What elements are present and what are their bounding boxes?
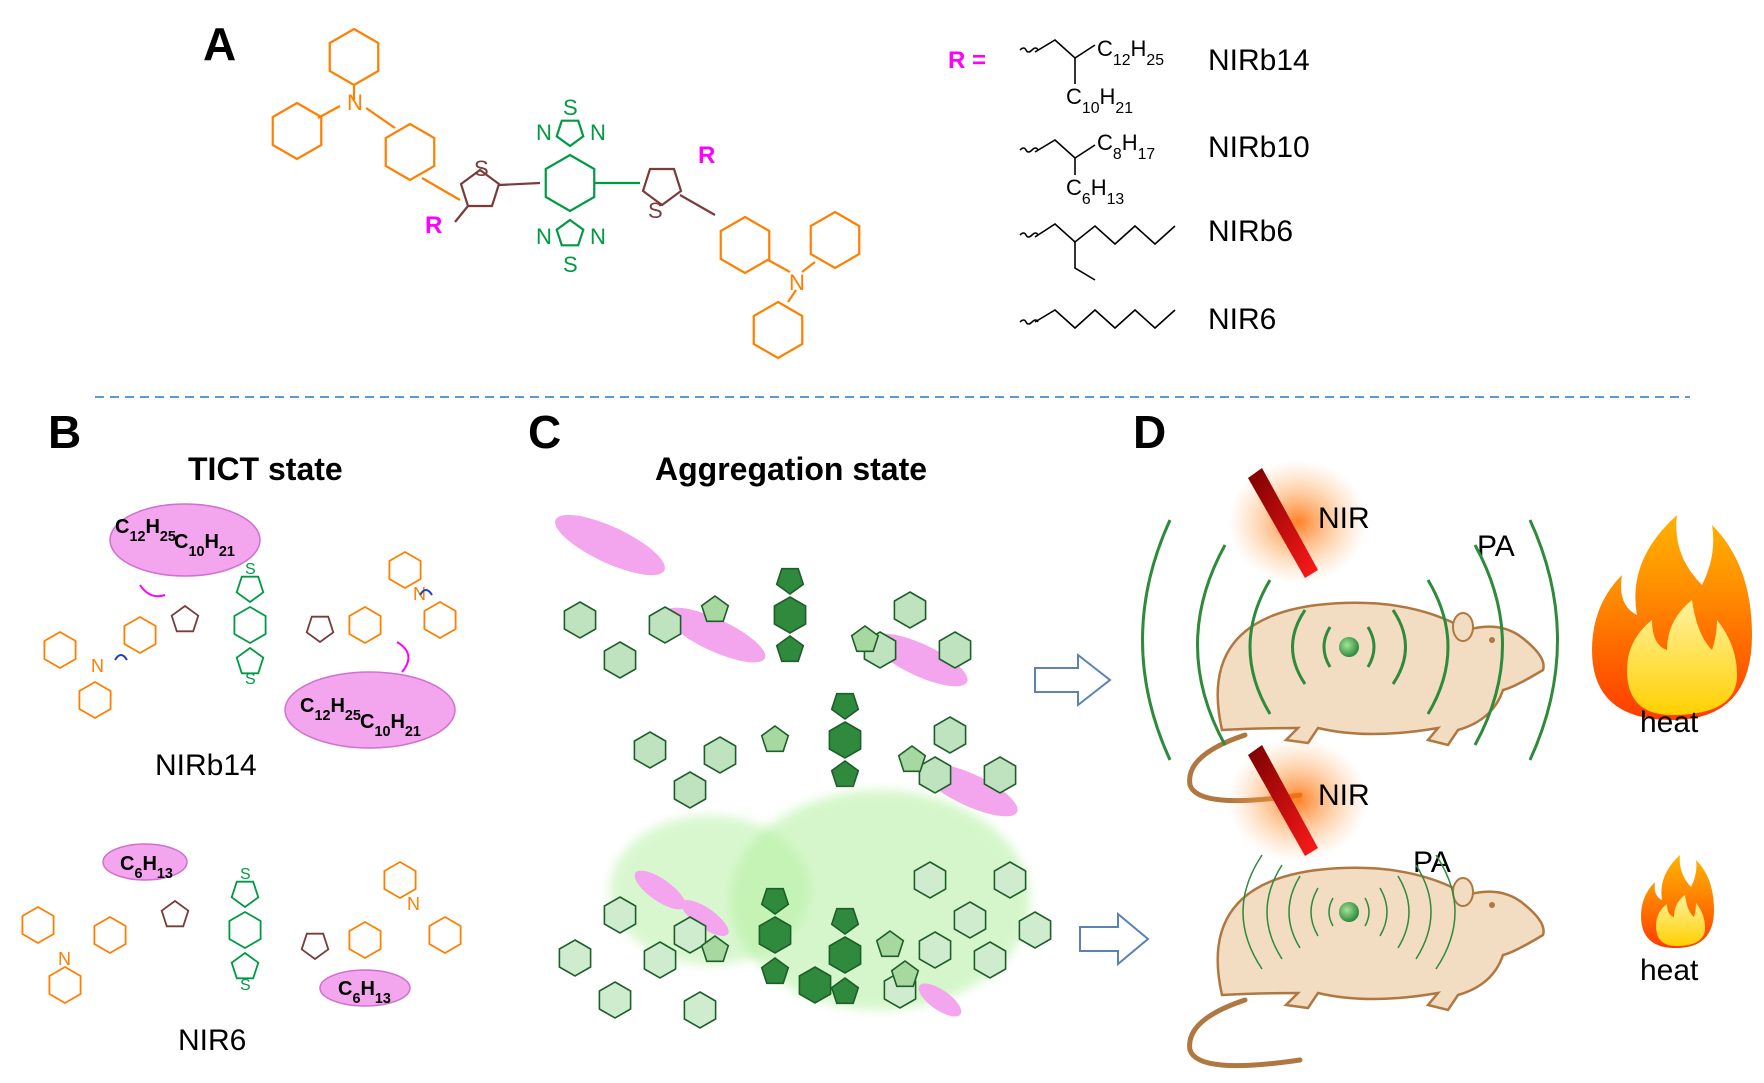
scene-bottom: NIR PA [1187, 738, 1545, 1069]
chain-c6h13-bot: C6H13 [338, 978, 391, 1007]
label-pa-top: PA [1477, 530, 1515, 563]
chain-c12h25-bot: C12H25 [300, 695, 361, 724]
panel-d-letter: D [1133, 406, 1166, 458]
r-group-legend: R = C12H25 C10H21 C8H17 C6H13 NIRb14 NIR… [948, 36, 1310, 336]
r-label-left: R [425, 212, 442, 239]
chain-nirb6 [1019, 222, 1176, 281]
atom-n-left: N [347, 90, 363, 115]
atom-s-top: S [563, 95, 578, 120]
label-pa-bottom: PA [1413, 846, 1451, 879]
alkyl-ellipse-top [109, 503, 261, 577]
tict-nir6-s-top: S [240, 866, 251, 883]
chain-nirb14-top: C12H25 [1097, 36, 1164, 69]
laser-beam-icon [1248, 468, 1318, 578]
aggregate-dense [558, 790, 1052, 1029]
compound-nirb14: NIRb14 [1208, 44, 1310, 77]
panel-b-label-nirb14: NIRb14 [155, 749, 257, 782]
atom-s-thio-right: S [648, 198, 663, 223]
compound-nirb10: NIRb10 [1208, 131, 1310, 164]
r-label-right: R [698, 142, 715, 169]
tpa-left [271, 27, 461, 201]
scene-top: NIR PA [1141, 460, 1559, 804]
chain-c10h21-bot: C10H21 [360, 711, 421, 740]
panel-a-letter: A [203, 18, 236, 70]
atom-n-bot-left: N [536, 224, 552, 249]
tict-nir6: C6H13 C6H13 N N S S [21, 843, 462, 1007]
tict-nirb14-s-bot: S [245, 671, 256, 688]
chain-c6h13-top: C6H13 [120, 853, 173, 882]
chain-c12h25-top: C12H25 [115, 516, 176, 545]
compound-nir6: NIR6 [1208, 303, 1276, 336]
tict-nirb14-s-top: S [245, 561, 256, 578]
panel-b-title: TICT state [188, 451, 343, 487]
atom-s-thio-left: S [474, 156, 489, 181]
mouse-icon-2 [1187, 866, 1545, 1069]
panel-a-molecule: N S R S N N N N S S R [271, 27, 861, 360]
panel-b-label-nir6: NIR6 [178, 1024, 246, 1057]
alkyl-ellipse-nir6-top [102, 843, 188, 881]
chain-nirb14 [1019, 39, 1096, 84]
laser-beam-icon-2 [1248, 745, 1318, 856]
tict-nir6-n-right: N [407, 894, 420, 914]
arrow-right-icon [1034, 652, 1112, 708]
chain-nirb14-bot: C10H21 [1066, 84, 1133, 117]
btd-core [544, 119, 640, 247]
atom-n-top-right: N [590, 120, 606, 145]
atom-n-right: N [789, 270, 805, 295]
flame-icon [1592, 515, 1752, 720]
atom-n-bot-right: N [590, 224, 606, 249]
thiophene-left [454, 168, 541, 223]
atom-n-top-left: N [536, 120, 552, 145]
r-equals: R = [948, 47, 986, 74]
compound-nirb6: NIRb6 [1208, 215, 1293, 248]
label-heat-bottom: heat [1640, 954, 1699, 987]
tict-nirb14-n-left: N [91, 656, 104, 676]
label-nir-bottom: NIR [1318, 779, 1370, 812]
tict-nir6-n-left: N [58, 949, 71, 969]
chain-c10h21-top: C10H21 [174, 531, 235, 560]
chain-nirb10-bot: C6H13 [1066, 175, 1124, 208]
arrow-right-icon-2 [1079, 911, 1150, 967]
chain-nirb10 [1019, 139, 1096, 175]
alkyl-ellipse-bottom [284, 671, 456, 749]
panel-c-title: Aggregation state [655, 451, 927, 487]
label-nir-top: NIR [1318, 502, 1370, 535]
alkyl-ellipse-nir6-bot [319, 969, 411, 1007]
tict-nir6-s-bot: S [240, 977, 251, 994]
tict-nirb14: C12H25 C10H21 C12H25 C10H21 N N S S [43, 503, 457, 749]
chain-nir6 [1019, 308, 1176, 330]
atom-s-bottom: S [563, 252, 578, 277]
tpa-right [719, 210, 861, 360]
aggregate-loose [555, 514, 1018, 817]
flame-icon-small [1641, 855, 1714, 948]
panel-b-letter: B [48, 406, 81, 458]
chain-nirb10-top: C8H17 [1097, 130, 1155, 163]
thiophene-right [641, 167, 716, 216]
label-heat-top: heat [1640, 706, 1699, 739]
panel-c-letter: C [528, 406, 561, 458]
